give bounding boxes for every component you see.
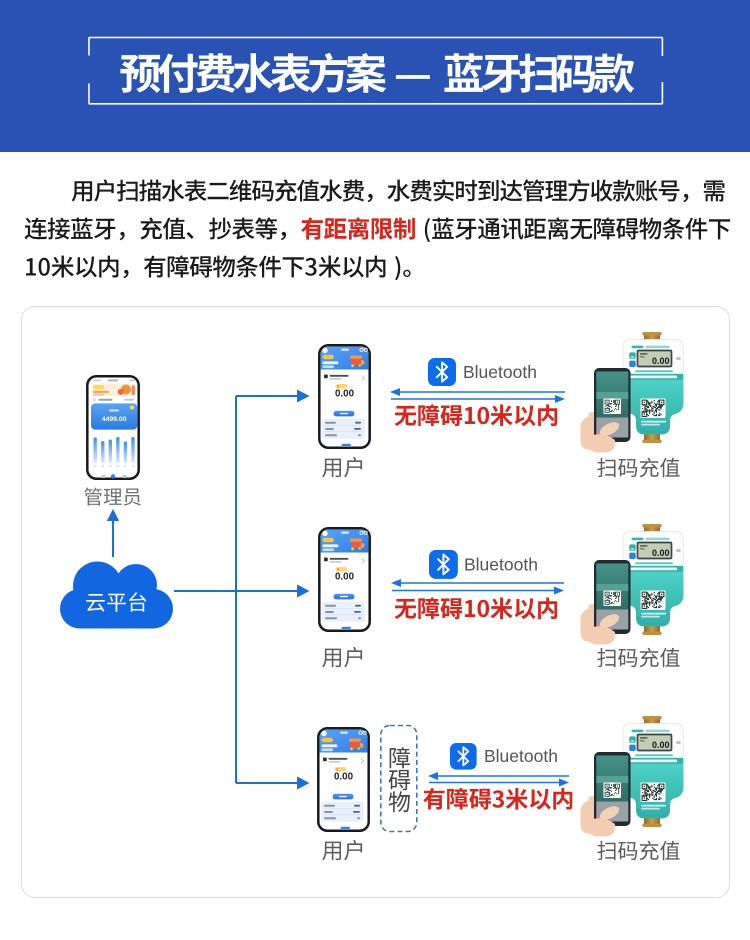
svg-text:Bluetooth: Bluetooth — [463, 362, 537, 382]
svg-text:4499.00: 4499.00 — [102, 416, 127, 423]
svg-text:Bluetooth: Bluetooth — [484, 746, 558, 766]
svg-text:Bluetooth: Bluetooth — [464, 555, 538, 575]
